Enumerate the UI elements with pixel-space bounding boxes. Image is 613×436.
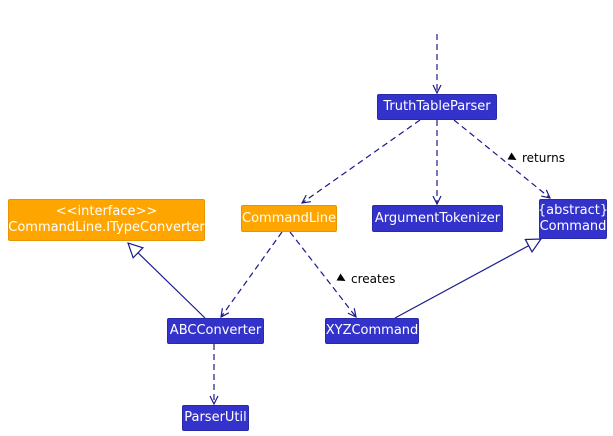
edge-parser-to-commandline <box>302 119 421 203</box>
edge-abcconverter-implements-interface <box>128 243 206 319</box>
node-label: CommandLine.ITypeConverter <box>8 220 205 235</box>
node-truth-table-parser[interactable]: TruthTableParser <box>377 94 497 120</box>
edge-xyzcommand-extends-command <box>394 239 541 319</box>
node-stereotype: <<interface>> <box>55 204 158 219</box>
edge-label-text: returns <box>522 151 565 165</box>
node-argument-tokenizer[interactable]: ArgumentTokenizer <box>372 205 503 232</box>
edge-parser-returns-command <box>453 119 550 198</box>
node-abc-converter[interactable]: ABCConverter <box>167 318 264 344</box>
node-parser-util[interactable]: ParserUtil <box>182 405 249 431</box>
edge-label-creates: creates <box>336 272 396 286</box>
node-xyz-command[interactable]: XYZCommand <box>325 318 419 344</box>
node-label: ArgumentTokenizer <box>374 210 501 226</box>
edge-label-text: creates <box>351 272 396 286</box>
node-label: XYZCommand <box>325 323 419 338</box>
node-label: ABCConverter <box>169 323 262 338</box>
node-label: TruthTableParser <box>383 99 491 114</box>
edge-label-returns: returns <box>507 151 565 165</box>
node-label: CommandLine <box>242 210 336 226</box>
direction-arrow-icon <box>336 273 348 285</box>
node-abstract-command[interactable]: {abstract} Command <box>537 199 609 239</box>
node-label: Command <box>539 219 607 234</box>
node-command-line[interactable]: CommandLine <box>241 205 337 232</box>
direction-arrow-icon <box>507 152 519 164</box>
node-itype-converter-interface[interactable]: <<interface>> CommandLine.ITypeConverter <box>8 199 205 241</box>
node-label: ParserUtil <box>184 410 247 425</box>
edge-commandline-creates-xyzcommand <box>289 231 356 317</box>
edge-commandline-to-abcconverter <box>221 231 283 317</box>
node-stereotype: {abstract} <box>537 203 609 218</box>
